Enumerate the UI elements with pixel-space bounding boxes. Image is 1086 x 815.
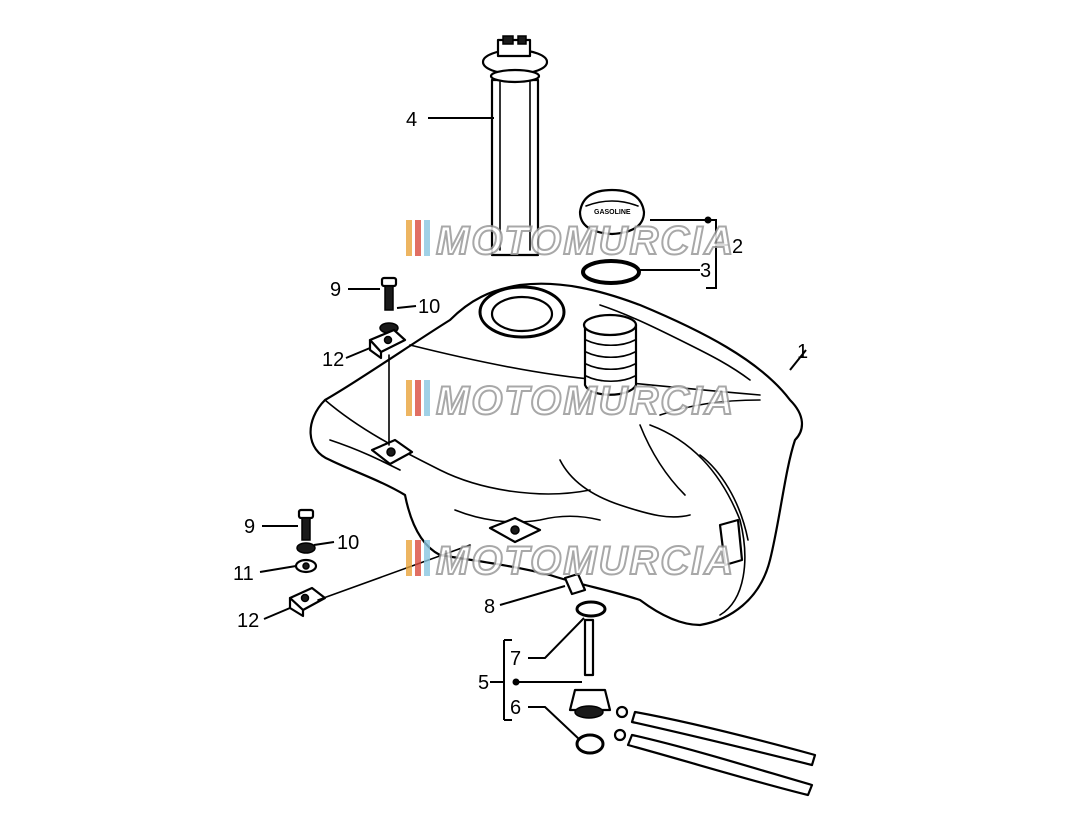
watermark-top: MOTOMURCIA — [406, 218, 735, 264]
watermark-text: MOTOMURCIA — [436, 539, 735, 583]
bolt-set-upper — [368, 276, 407, 446]
callout-2: 2 — [732, 236, 743, 258]
callout-11: 11 — [233, 563, 254, 585]
callout-7: 7 — [510, 648, 521, 670]
callout-10-upper: 10 — [418, 296, 440, 318]
callout-3: 3 — [700, 260, 711, 282]
callout-labels: 4 2 3 1 9 10 12 9 10 11 12 8 7 5 6 — [233, 109, 808, 719]
fuel-cap-label: GASOLINE — [594, 209, 631, 216]
bolt-set-lower — [288, 508, 471, 618]
watermark-text: MOTOMURCIA — [436, 219, 735, 263]
callout-9-upper: 9 — [330, 279, 341, 301]
callout-5: 5 — [478, 672, 489, 694]
fuel-cap: GASOLINE — [578, 188, 646, 236]
fuel-cap-seal — [581, 259, 641, 285]
watermark-middle: MOTOMURCIA — [406, 378, 735, 424]
callout-10-lower: 10 — [337, 532, 359, 554]
callout-9-lower: 9 — [244, 516, 255, 538]
watermark-bottom: MOTOMURCIA — [406, 538, 735, 584]
callout-12-lower: 12 — [237, 610, 259, 632]
callout-12-upper: 12 — [322, 349, 344, 371]
fuel-tap-assembly — [563, 572, 817, 797]
callout-6: 6 — [510, 697, 521, 719]
watermark-text: MOTOMURCIA — [436, 379, 735, 423]
fuel-tank — [309, 282, 803, 627]
leader-lines — [259, 117, 807, 741]
fuel-level-sender — [481, 35, 549, 257]
callout-1: 1 — [797, 341, 808, 363]
callout-8: 8 — [484, 596, 495, 618]
callout-4: 4 — [406, 109, 417, 131]
